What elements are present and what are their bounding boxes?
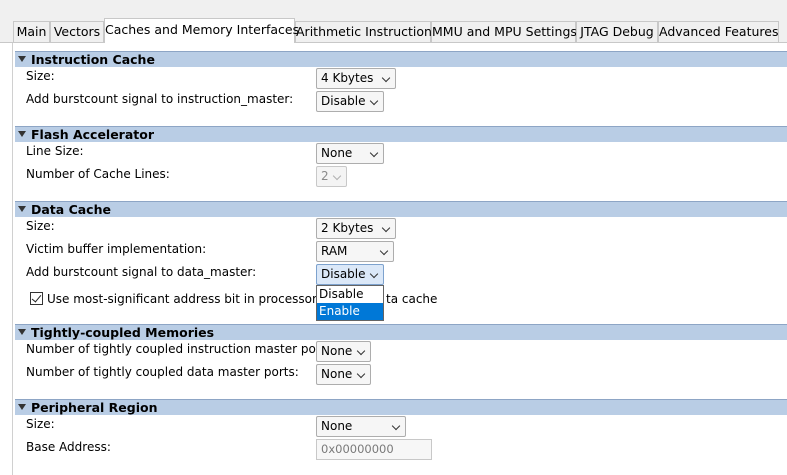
section-title: Flash Accelerator <box>31 127 155 142</box>
section-title: Tightly-coupled Memories <box>31 325 215 340</box>
peripheral-size-select[interactable]: None <box>316 416 406 437</box>
select-value: None <box>321 367 353 381</box>
chevron-down-icon <box>369 96 379 106</box>
section-data-cache[interactable]: Data Cache <box>15 201 787 217</box>
collapse-triangle-icon[interactable] <box>18 329 26 335</box>
collapse-triangle-icon[interactable] <box>18 404 26 410</box>
tc-instr-ports-label: Number of tightly coupled instruction ma… <box>26 342 336 356</box>
flash-cache-lines-label: Number of Cache Lines: <box>26 167 170 181</box>
dcache-burst-label: Add burstcount signal to data_master: <box>26 265 257 279</box>
msb-bypass-label-start: Use most-significant address bit in proc… <box>47 292 333 306</box>
dcache-size-select[interactable]: 2 Kbytes <box>316 218 396 239</box>
chevron-down-icon <box>332 171 342 181</box>
tab-arithmetic-instructions[interactable]: Arithmetic Instructions <box>295 21 439 42</box>
icache-burst-label: Add burstcount signal to instruction_mas… <box>26 92 294 106</box>
msb-bypass-label-end: ta cache <box>386 292 438 306</box>
dcache-size-label: Size: <box>26 219 55 233</box>
select-value: Disable <box>321 267 366 281</box>
tab-bar: Main Vectors Caches and Memory Interface… <box>0 0 787 43</box>
flash-line-size-label: Line Size: <box>26 144 84 158</box>
section-title: Peripheral Region <box>31 400 158 415</box>
select-value: 2 <box>321 169 329 183</box>
tab-mmu-and-mpu-settings[interactable]: MMU and MPU Settings <box>431 21 577 42</box>
chevron-down-icon <box>356 369 366 379</box>
dropdown-option-enable[interactable]: Enable <box>317 303 383 320</box>
section-instruction-cache[interactable]: Instruction Cache <box>15 51 787 67</box>
section-peripheral-region[interactable]: Peripheral Region <box>15 399 787 415</box>
tc-data-ports-label: Number of tightly coupled data master po… <box>26 365 299 379</box>
section-tightly-coupled-memories[interactable]: Tightly-coupled Memories <box>15 324 787 340</box>
icache-size-label: Size: <box>26 69 55 83</box>
select-value: Disable <box>321 94 366 108</box>
chevron-down-icon <box>379 246 389 256</box>
msb-bypass-checkbox[interactable] <box>30 292 43 305</box>
collapse-triangle-icon[interactable] <box>18 206 26 212</box>
base-address-label: Base Address: <box>26 440 111 454</box>
tab-caches-and-memory-interfaces[interactable]: Caches and Memory Interfaces <box>104 18 299 43</box>
burst-dropdown-list: Disable Enable <box>316 285 384 321</box>
tab-main[interactable]: Main <box>13 21 50 42</box>
select-value: 4 Kbytes <box>321 71 374 85</box>
section-title: Data Cache <box>31 202 111 217</box>
victim-buffer-label: Victim buffer implementation: <box>26 242 207 256</box>
collapse-triangle-icon[interactable] <box>18 56 26 62</box>
select-value: None <box>321 419 353 433</box>
select-value: 2 Kbytes <box>321 221 374 235</box>
section-title: Instruction Cache <box>31 52 155 67</box>
chevron-down-icon <box>356 346 366 356</box>
tab-advanced-features[interactable]: Advanced Features <box>658 21 779 42</box>
select-value: None <box>321 146 353 160</box>
chevron-down-icon <box>369 269 379 279</box>
tab-divider <box>0 42 787 43</box>
tc-instr-ports-select[interactable]: None <box>316 341 371 362</box>
tc-data-ports-select[interactable]: None <box>316 364 371 385</box>
select-value: RAM <box>321 244 348 258</box>
tab-vectors[interactable]: Vectors <box>50 21 104 42</box>
flash-line-size-select[interactable]: None <box>316 143 384 164</box>
dcache-burst-select[interactable]: Disable <box>316 264 384 285</box>
dropdown-option-disable[interactable]: Disable <box>319 287 364 301</box>
base-address-field[interactable]: 0x00000000 <box>316 439 432 460</box>
section-flash-accelerator[interactable]: Flash Accelerator <box>15 126 787 142</box>
chevron-down-icon <box>369 148 379 158</box>
flash-cache-lines-select: 2 <box>316 166 347 187</box>
peripheral-size-label: Size: <box>26 417 55 431</box>
icache-size-select[interactable]: 4 Kbytes <box>316 68 396 89</box>
chevron-down-icon <box>381 73 391 83</box>
victim-buffer-select[interactable]: RAM <box>316 241 394 262</box>
tab-jtag-debug[interactable]: JTAG Debug <box>576 21 658 42</box>
collapse-triangle-icon[interactable] <box>18 131 26 137</box>
chevron-down-icon <box>391 421 401 431</box>
chevron-down-icon <box>381 223 391 233</box>
icache-burst-select[interactable]: Disable <box>316 91 384 112</box>
select-value: None <box>321 344 353 358</box>
